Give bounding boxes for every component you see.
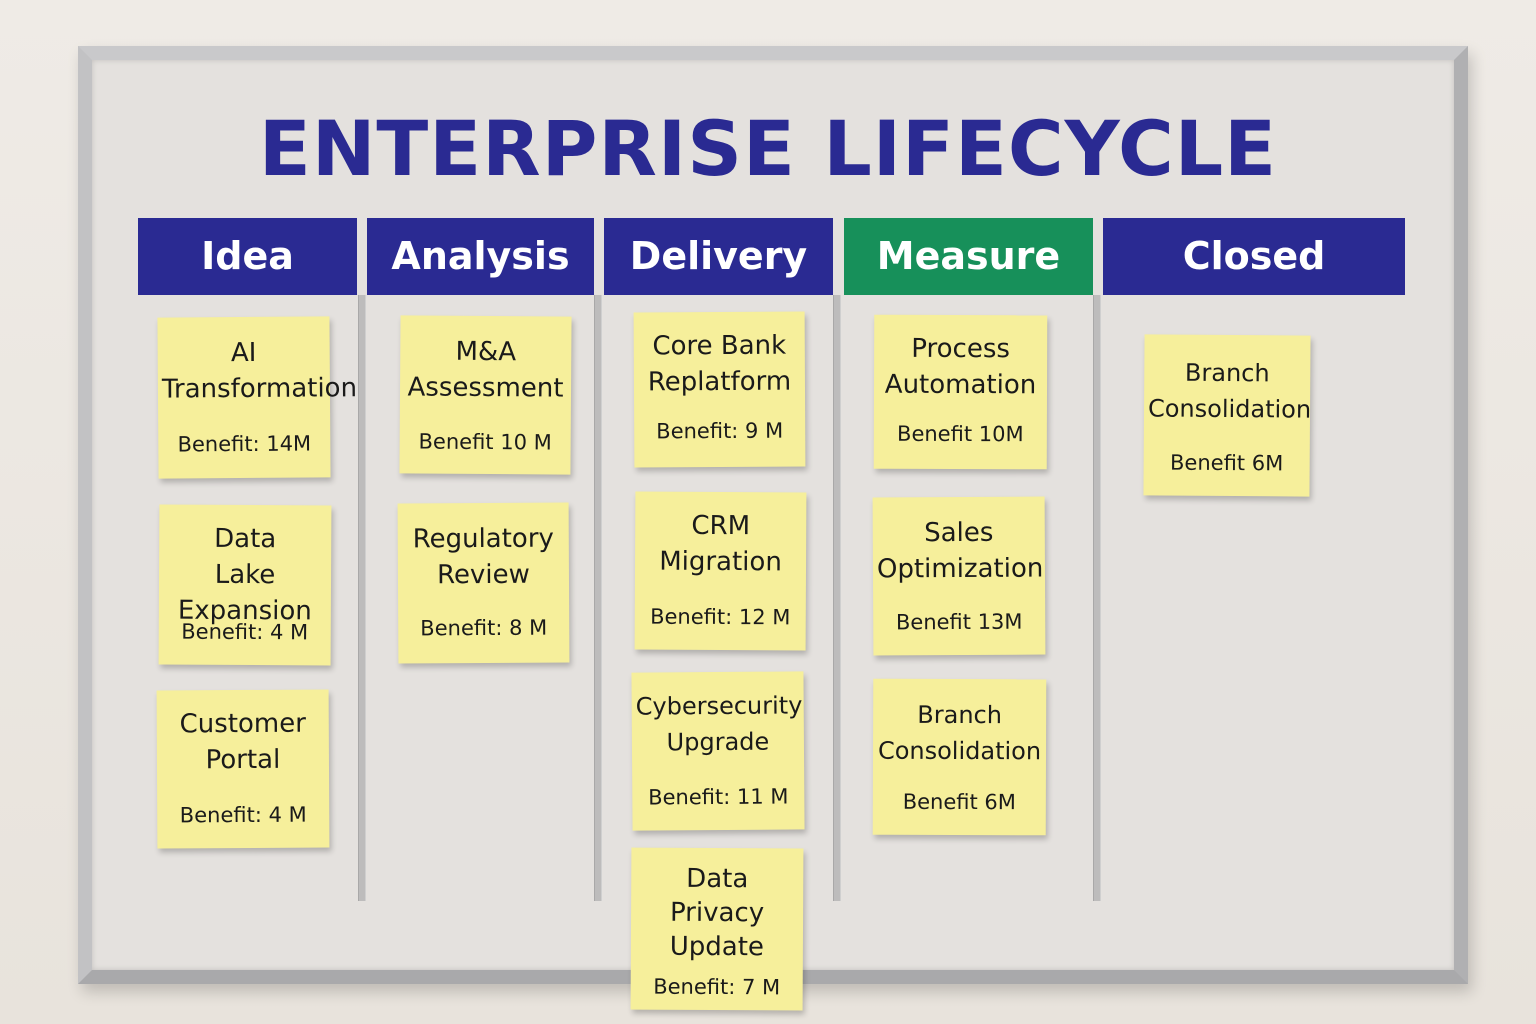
note-benefit: Benefit: 14M — [177, 431, 312, 457]
note-title: Process Automation — [884, 333, 1037, 401]
note-title: Data Lake Expansion — [177, 523, 312, 627]
note-title: Core Bank Replatform — [647, 330, 792, 398]
board-title: ENTERPRISE LIFECYCLE — [258, 104, 1278, 193]
note-title: Regulatory Review — [412, 523, 554, 591]
note-title: M&A Assessment — [407, 336, 564, 404]
note-benefit: Benefit: 9 M — [656, 418, 784, 444]
sticky-note[interactable]: Process Automation Benefit 10M — [873, 314, 1048, 470]
sticky-note[interactable]: Customer Portal Benefit: 4 M — [156, 689, 330, 849]
note-title: AI Transformation — [161, 337, 358, 405]
sticky-note[interactable]: Sales Optimization Benefit 13M — [872, 496, 1046, 656]
note-title: Customer Portal — [179, 708, 306, 776]
sticky-note[interactable]: M&A Assessment Benefit 10 M — [399, 315, 572, 475]
note-title: Branch Consolidation — [877, 700, 1042, 766]
note-benefit: Benefit: 12 M — [650, 604, 791, 630]
note-title: Sales Optimization — [876, 517, 1044, 585]
sticky-note[interactable]: Branch Consolidation Benefit 6M — [1143, 334, 1312, 497]
note-benefit: Benefit 6M — [1169, 450, 1284, 476]
column-header-analysis: Analysis — [367, 218, 594, 295]
sticky-note[interactable]: Data Privacy Update Benefit: 7 M — [630, 847, 804, 1011]
column-divider — [594, 295, 602, 901]
sticky-note[interactable]: Regulatory Review Benefit: 8 M — [397, 502, 570, 664]
note-benefit: Benefit: 8 M — [420, 615, 548, 641]
note-title: Cybersecurity Upgrade — [635, 691, 803, 757]
sticky-note[interactable]: Branch Consolidation Benefit 6M — [872, 678, 1047, 836]
note-benefit: Benefit 6M — [902, 789, 1016, 815]
note-benefit: Benefit: 11 M — [648, 784, 789, 810]
column-divider — [1093, 295, 1101, 901]
sticky-note[interactable]: AI Transformation Benefit: 14M — [157, 316, 358, 479]
column-header-closed: Closed — [1103, 218, 1405, 295]
note-benefit: Benefit: 4 M — [179, 802, 307, 828]
sticky-note[interactable]: Data Lake Expansion Benefit: 4 M — [158, 504, 332, 666]
sticky-note[interactable]: Core Bank Replatform Benefit: 9 M — [633, 311, 806, 468]
column-header-idea: Idea — [138, 218, 357, 295]
note-benefit: Benefit: 7 M — [653, 974, 781, 1000]
note-title: Data Privacy Update — [669, 863, 765, 963]
column-header-delivery: Delivery — [604, 218, 833, 295]
note-title: Branch Consolidation — [1147, 358, 1312, 424]
note-benefit: Benefit 13M — [895, 609, 1023, 635]
column-header-measure: Measure — [844, 218, 1093, 295]
note-benefit: Benefit 10 M — [418, 429, 552, 455]
column-divider — [358, 295, 366, 901]
note-benefit: Benefit: 4 M — [181, 619, 309, 645]
sticky-note[interactable]: CRM Migration Benefit: 12 M — [634, 491, 807, 651]
sticky-note[interactable]: Cybersecurity Upgrade Benefit: 11 M — [631, 671, 805, 831]
note-title: CRM Migration — [659, 510, 782, 578]
note-benefit: Benefit 10M — [897, 421, 1024, 447]
column-divider — [833, 295, 841, 901]
